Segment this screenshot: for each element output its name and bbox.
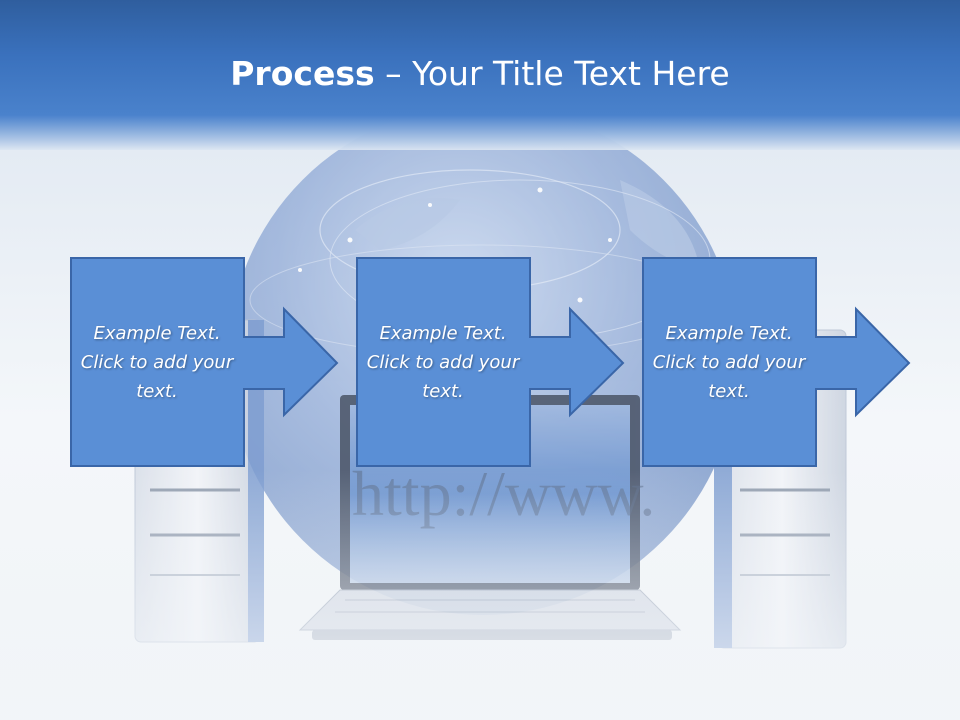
step-arrow-shape (642, 257, 911, 467)
step-text-3[interactable]: Example Text. Click to add your text. (652, 322, 806, 402)
slide-title[interactable]: Process – Your Title Text Here (0, 52, 960, 96)
title-rest: – Your Title Text Here (374, 54, 730, 93)
title-bar (0, 0, 960, 150)
process-step-3[interactable]: Example Text. Click to add your text. (642, 257, 911, 467)
process-step-2[interactable]: Example Text. Click to add your text. (356, 257, 625, 467)
step-text-2[interactable]: Example Text. Click to add your text. (366, 322, 520, 402)
process-step-1[interactable]: Example Text. Click to add your text. (70, 257, 339, 467)
step-text-1[interactable]: Example Text. Click to add your text. (80, 322, 234, 402)
step-arrow-shape (70, 257, 339, 467)
step-arrow-shape (356, 257, 625, 467)
title-bold: Process (230, 54, 375, 93)
